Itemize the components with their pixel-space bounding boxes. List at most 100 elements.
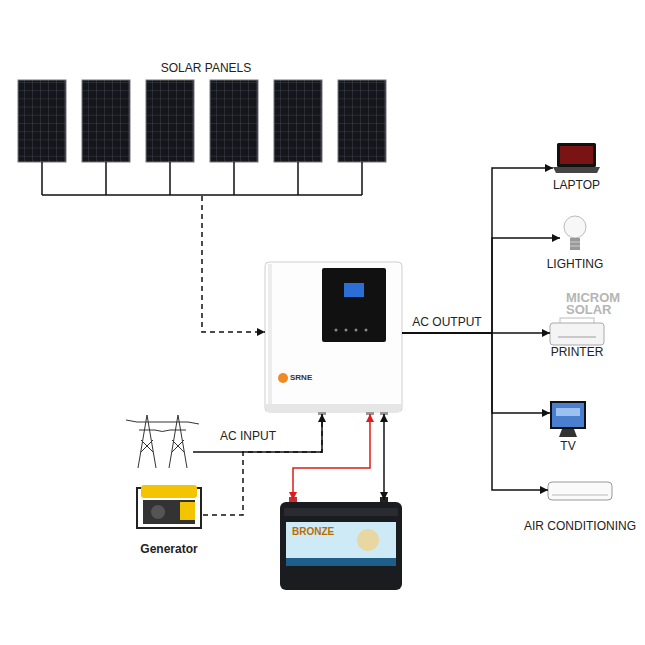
arrow-head (380, 414, 388, 422)
connector-line (402, 333, 550, 413)
connector (402, 333, 548, 494)
inverter-unit (265, 262, 402, 415)
inverter-unit-part (345, 329, 348, 332)
battery-illustration-part (286, 558, 396, 566)
arrow-head (366, 414, 374, 422)
connector (380, 414, 388, 500)
solar-panel-array-part (146, 80, 194, 162)
watermark: MICROM SOLAR (566, 292, 636, 316)
bulb-icon-part (570, 238, 580, 250)
solar-panel-array (18, 80, 386, 195)
grid-tower-part (126, 415, 199, 468)
arrow-head (552, 234, 560, 242)
air-conditioner-icon-part (548, 482, 612, 500)
arrow-head (318, 414, 326, 422)
solar-panel-array-part (210, 80, 258, 162)
connector-line (293, 414, 370, 500)
battery-illustration (280, 497, 402, 590)
generator-box: Generator (135, 483, 203, 530)
arrow-head (542, 329, 550, 337)
generator-illustration (137, 485, 201, 528)
bulb-icon-part (564, 216, 586, 238)
battery-illustration-part (286, 522, 396, 566)
solar-panel-array-part (42, 162, 362, 195)
arrow-head (380, 492, 388, 500)
inverter-unit-part (322, 268, 386, 342)
connector (402, 164, 553, 333)
tv-icon-part (556, 408, 580, 416)
solar-panel-array-part (18, 80, 66, 162)
inverter-unit-part (266, 404, 401, 412)
connector-line (402, 238, 560, 333)
connector (289, 414, 374, 500)
inverter-box: SRNE (265, 262, 402, 414)
battery-box: BRONZE (280, 500, 402, 590)
load-box: PRINTER (550, 318, 604, 345)
connector-line (203, 414, 322, 515)
arrow-head (540, 486, 548, 494)
generator-illustration-part (141, 485, 197, 498)
battery-illustration-part (280, 502, 402, 590)
connector-line (402, 333, 548, 490)
printer-icon (550, 318, 604, 345)
inverter-unit-part (335, 329, 338, 332)
laptop-icon (553, 143, 600, 173)
air-conditioner-icon-part (552, 495, 608, 496)
node-label: SRNE (290, 373, 312, 382)
bulb-icon-part (570, 242, 580, 246)
tv-icon-part (559, 429, 577, 437)
tv-icon-part (550, 401, 586, 429)
solar-panel-array-part (82, 80, 130, 162)
connector (203, 414, 326, 515)
laptop-icon-part (557, 143, 596, 167)
arrow-head (545, 164, 553, 172)
node-label: AIR CONDITIONING (524, 520, 636, 534)
load-box: TV (550, 400, 586, 437)
generator-illustration-part (180, 502, 195, 520)
laptop-icon-part (560, 146, 593, 164)
arrow-head (542, 409, 550, 417)
node-label: LAPTOP (553, 179, 600, 193)
printer-icon-part (558, 336, 596, 338)
inverter-unit-part (344, 283, 364, 297)
ac-input-wire-part (193, 415, 322, 452)
inverter-unit-part (278, 373, 288, 383)
input-label: AC INPUT (220, 430, 276, 444)
battery-illustration-part (284, 508, 398, 516)
solar-panel-array-part (274, 80, 322, 162)
arrow-head (257, 328, 265, 336)
node-label: TV (560, 440, 575, 454)
connector (402, 333, 550, 417)
solar-panel-array-part (338, 80, 386, 162)
grid-tower (126, 415, 199, 468)
node-label: PRINTER (551, 346, 604, 360)
air-conditioner-icon (548, 482, 612, 500)
bulb-icon (564, 216, 586, 250)
inverter-unit-part (365, 329, 368, 332)
connector (202, 196, 265, 336)
connector (402, 234, 560, 333)
connector-line (202, 196, 265, 332)
tv-icon (550, 401, 586, 437)
ac-input-wire (193, 415, 322, 452)
load-box: AIR CONDITIONING (548, 481, 612, 501)
arrow-head (289, 492, 297, 500)
connector-line (402, 168, 553, 333)
tv-icon-part (552, 403, 584, 427)
load-box: LIGHTING (560, 214, 590, 255)
laptop-icon-part (553, 167, 600, 173)
node-label: Generator (140, 543, 197, 557)
connector-line (383, 414, 385, 500)
node-label: BRONZE (292, 526, 334, 538)
panel-array-box: SOLAR PANELS (14, 58, 398, 196)
battery-illustration-part (357, 529, 379, 551)
connector-label: AC OUTPUT (410, 316, 483, 330)
generator-illustration-part (143, 500, 195, 524)
inverter-unit-part (265, 262, 402, 412)
inverter-unit-part (355, 329, 358, 332)
node-label: SOLAR PANELS (14, 62, 398, 76)
